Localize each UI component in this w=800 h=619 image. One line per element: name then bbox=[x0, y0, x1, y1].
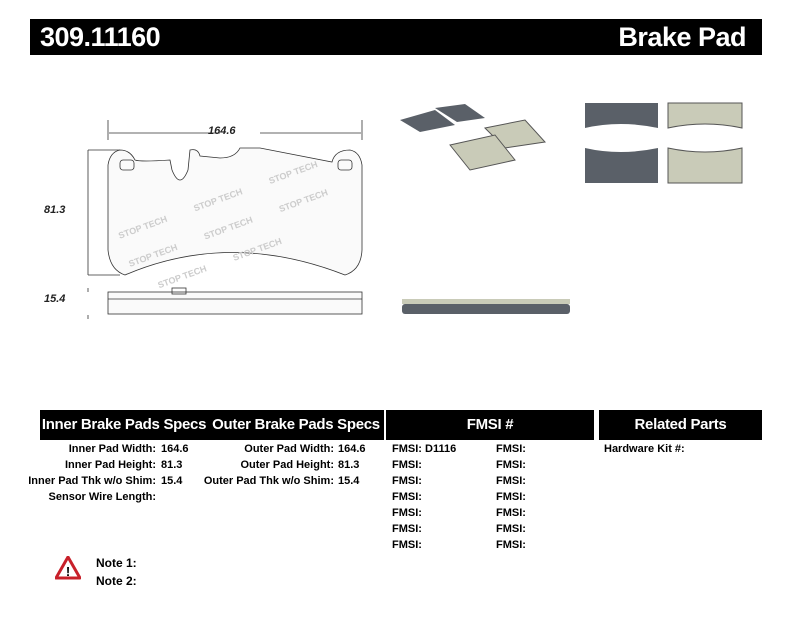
fmsi-left-value bbox=[425, 473, 456, 489]
fmsi-right-label: FMSI: bbox=[496, 459, 526, 471]
inner-width-label: Inner Pad Width: bbox=[68, 443, 156, 455]
note-2: Note 2: bbox=[96, 574, 137, 588]
width-dimension: 164.6 bbox=[208, 125, 236, 137]
fmsi-left-label: FMSI: bbox=[392, 523, 422, 535]
inner-labels: Inner Pad Width: Inner Pad Height: Inner… bbox=[20, 441, 156, 505]
fmsi-left-value bbox=[425, 489, 456, 505]
related-parts-header: Related Parts bbox=[599, 410, 762, 440]
sensor-wire-label: Sensor Wire Length: bbox=[48, 491, 156, 503]
fmsi-left-label: FMSI: bbox=[392, 443, 422, 455]
inner-thk-value: 15.4 bbox=[161, 475, 183, 487]
inner-height-label: Inner Pad Height: bbox=[64, 459, 156, 471]
fmsi-left-value bbox=[425, 457, 456, 473]
fmsi-left-value bbox=[425, 505, 456, 521]
fmsi-left-label: FMSI: bbox=[392, 507, 422, 519]
outer-height-value: 81.3 bbox=[338, 459, 360, 471]
fmsi-right-label: FMSI: bbox=[496, 507, 526, 519]
fmsi-left-value: D1116 bbox=[425, 443, 457, 455]
warning-icon: ! bbox=[55, 556, 81, 580]
height-dimension: 81.3 bbox=[44, 204, 66, 216]
fmsi-left-label: FMSI: bbox=[392, 475, 422, 487]
outer-width-label: Outer Pad Width: bbox=[244, 443, 334, 455]
fmsi-right-label: FMSI: bbox=[496, 475, 526, 487]
hardware-kit-label: Hardware Kit #: bbox=[604, 443, 685, 455]
outer-specs-header: Outer Brake Pads Specs bbox=[208, 410, 384, 440]
fmsi-right-label: FMSI: bbox=[496, 443, 526, 455]
inner-width-value: 164.6 bbox=[161, 443, 189, 455]
svg-text:!: ! bbox=[66, 564, 70, 579]
product-title: Brake Pad bbox=[618, 22, 746, 52]
fmsi-header: FMSI # bbox=[386, 410, 594, 440]
outer-thk-value: 15.4 bbox=[338, 475, 360, 487]
fmsi-left-label: FMSI: bbox=[392, 539, 422, 551]
fmsi-left-label: FMSI: bbox=[392, 491, 422, 503]
svg-text:STOP TECH: STOP TECH bbox=[156, 263, 208, 290]
fmsi-right-label: FMSI: bbox=[496, 523, 526, 535]
fmsi-left-label: FMSI: bbox=[392, 459, 422, 471]
inner-specs-header: Inner Brake Pads Specs bbox=[40, 410, 208, 440]
outer-thk-label: Outer Pad Thk w/o Shim: bbox=[203, 475, 334, 487]
thickness-dimension: 15.4 bbox=[44, 293, 66, 305]
header-bar: 309.11160 Brake Pad bbox=[30, 19, 762, 55]
fmsi-right-label: FMSI: bbox=[496, 539, 526, 551]
inner-thk-label: Inner Pad Thk w/o Shim: bbox=[28, 475, 156, 487]
fmsi-right-label: FMSI: bbox=[496, 491, 526, 503]
note-1: Note 1: bbox=[96, 556, 137, 570]
pad-set-photo bbox=[400, 104, 546, 171]
pad-views-photo bbox=[585, 102, 743, 184]
part-number: 309.11160 bbox=[40, 22, 161, 52]
fmsi-left-value bbox=[425, 521, 456, 537]
fmsi-left-value bbox=[425, 537, 456, 553]
inner-height-value: 81.3 bbox=[161, 459, 183, 471]
pad-side-photo bbox=[402, 299, 570, 314]
outer-width-value: 164.6 bbox=[338, 443, 366, 455]
outer-height-label: Outer Pad Height: bbox=[240, 459, 334, 471]
